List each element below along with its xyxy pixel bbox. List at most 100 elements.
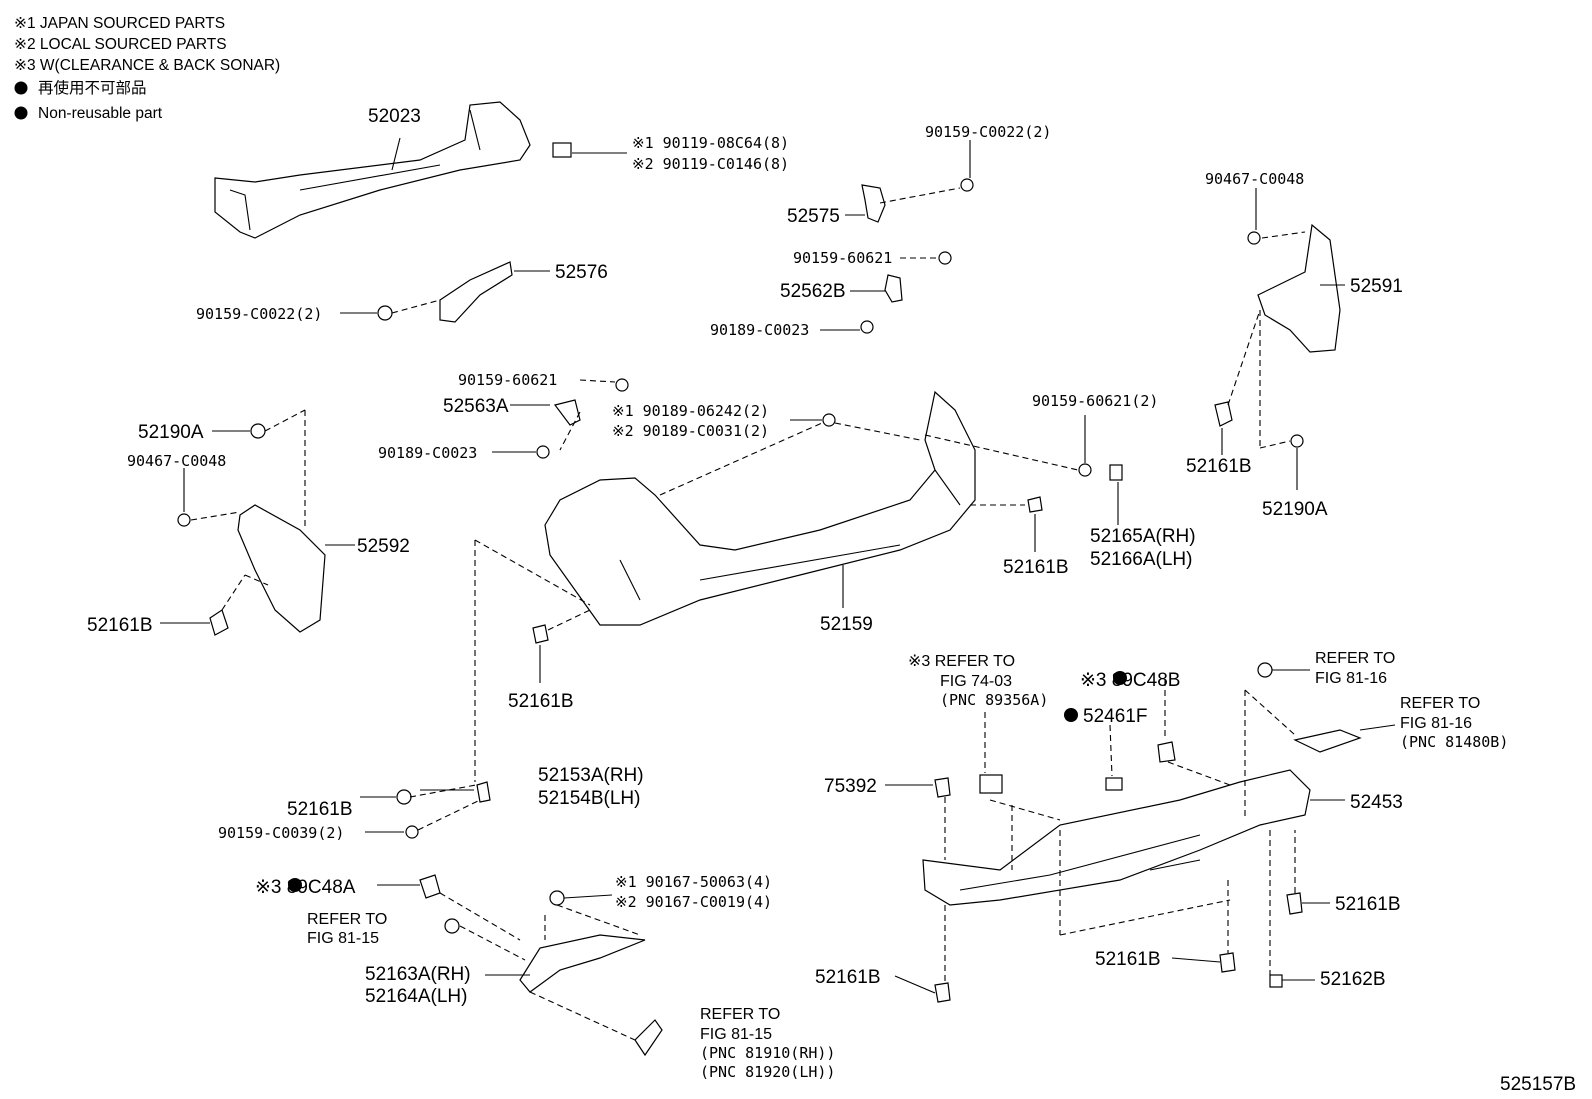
retainer-52592-shape [237, 504, 326, 633]
note-japan-sourced: ※1 JAPAN SOURCED PARTS [14, 15, 225, 32]
clip-shape [209, 609, 229, 636]
clip-shape [934, 777, 951, 798]
label-refer-81-16-b2: FIG 81-16 [1400, 715, 1472, 732]
bracket-52575-shape [861, 184, 886, 223]
label-90159-c0022-top: 90159-C0022(2) [925, 123, 1051, 141]
holder-89c48a-shape [419, 874, 441, 899]
non-reusable-dot-icon [14, 106, 28, 120]
label-90467-c0048-left: 90467-C0048 [127, 452, 226, 470]
label-52166a: 52166A(LH) [1090, 549, 1192, 570]
bolt-90119-shape [552, 142, 572, 158]
bolt-shape [549, 890, 565, 906]
label-52154b: 52154B(LH) [538, 788, 640, 809]
label-52562b: 52562B [780, 281, 846, 302]
label-refer-81-15-b4: (PNC 81920(LH)) [700, 1063, 835, 1081]
legend-notes: ※1 JAPAN SOURCED PARTS ※2 LOCAL SOURCED … [14, 15, 280, 122]
label-52591: 52591 [1350, 276, 1403, 297]
sonar-holder-shape [1157, 741, 1176, 763]
bolt-shape [405, 825, 419, 839]
clip-shape [1219, 952, 1236, 973]
label-52163a: 52163A(RH) [365, 964, 471, 985]
label-refer-81-15-a2: FIG 81-15 [307, 930, 379, 947]
clip-shape [1027, 496, 1043, 513]
label-52161b-b2: 52161B [1095, 949, 1161, 970]
label-90159-60621-2: 90159-60621(2) [1032, 392, 1158, 410]
label-52563a: 52563A [443, 396, 509, 417]
retainer-52591-shape [1257, 223, 1341, 353]
bolt-shape [177, 513, 191, 527]
label-refer-81-15-a1: REFER TO [307, 911, 387, 928]
clip-shape [396, 789, 412, 805]
label-52162b: 52162B [1320, 969, 1386, 990]
label-refer-74-03-a: ※3 REFER TO [908, 653, 1015, 670]
bracket-52576-shape [439, 261, 513, 323]
bolt-shape [938, 251, 952, 265]
bolt-shape [822, 413, 836, 427]
bolt-shape [444, 918, 460, 934]
label-90159-60621-a: 90159-60621 [793, 249, 892, 267]
label-52161b-b1: 52161B [815, 967, 881, 988]
label-52161b-r1: 52161B [1186, 456, 1252, 477]
label-refer-81-15-b3: (PNC 81910(RH)) [700, 1044, 835, 1062]
clip-shape [532, 624, 549, 644]
reflector-81910-shape [634, 1019, 663, 1057]
label-89c48b: ※3 89C48B [1080, 670, 1180, 691]
label-52164a: 52164A(LH) [365, 986, 467, 1007]
label-52190a-left: 52190A [138, 422, 204, 443]
label-90159-c0022-left: 90159-C0022(2) [196, 305, 322, 323]
nut-shape [1290, 434, 1304, 448]
note-local-sourced: ※2 LOCAL SOURCED PARTS [14, 36, 227, 53]
label-90159-c0039: 90159-C0039(2) [218, 824, 344, 842]
bumper-cover-52159-shape [544, 390, 976, 626]
label-52592: 52592 [357, 536, 410, 557]
label-90467-c0048-right: 90467-C0048 [1205, 170, 1304, 188]
figure-id: 525157B [1500, 1074, 1576, 1095]
bolt-shape [377, 305, 393, 321]
label-52453: 52453 [1350, 792, 1403, 813]
bolt-shape [615, 378, 629, 392]
bolt-shape [1078, 463, 1092, 477]
non-reusable-dot-icon [14, 81, 28, 95]
label-refer-81-16-a1: REFER TO [1315, 650, 1395, 667]
bracket-52153a-shape [476, 781, 491, 803]
label-52461f: 52461F [1083, 706, 1147, 727]
non-reusable-dot-icon [1113, 671, 1127, 685]
reflector-shape [1293, 729, 1362, 753]
label-refer-81-16-b1: REFER TO [1400, 695, 1480, 712]
label-90189-c0031: ※2 90189-C0031(2) [612, 422, 769, 440]
bolt-shape [960, 178, 974, 192]
label-90189-06242: ※1 90189-06242(2) [612, 402, 769, 420]
label-52190a-right: 52190A [1262, 499, 1328, 520]
label-52161b-l1: 52161B [87, 615, 153, 636]
label-90189-c0023-a: 90189-C0023 [710, 321, 809, 339]
bolt-shape [1247, 231, 1261, 245]
clip-shape [934, 982, 951, 1003]
label-refer-81-16-a2: FIG 81-16 [1315, 670, 1387, 687]
clip-shape [1214, 401, 1233, 427]
non-reusable-dot-icon [288, 878, 302, 892]
label-refer-81-15-b1: REFER TO [700, 1006, 780, 1023]
note-non-reusable-en: Non-reusable part [38, 105, 163, 122]
sonar-bracket-shape [979, 774, 1003, 794]
clip-shape [1286, 892, 1303, 915]
part-labels: 52023 ※1 90119-08C64(8) ※2 90119-C0146(8… [87, 106, 1576, 1095]
label-89c48a: ※3 89C48A [255, 877, 356, 898]
label-90119-08c64: ※1 90119-08C64(8) [632, 134, 789, 152]
label-52023: 52023 [368, 106, 421, 127]
label-52153a: 52153A(RH) [538, 765, 644, 786]
bracket-52563a-shape [553, 399, 581, 426]
note-clearance-sonar: ※3 W(CLEARANCE & BACK SONAR) [14, 57, 280, 74]
label-90189-c0023-b: 90189-C0023 [378, 444, 477, 462]
label-90167-50063: ※1 90167-50063(4) [615, 873, 772, 891]
label-90159-60621-b: 90159-60621 [458, 371, 557, 389]
cap-52162b-shape [1269, 974, 1283, 988]
label-52161b-r2: 52161B [1335, 894, 1401, 915]
label-90167-c0019: ※2 90167-C0019(4) [615, 893, 772, 911]
cover-52165a-shape [1109, 464, 1123, 481]
nut-shape [250, 423, 266, 439]
bolt-shape [1257, 662, 1273, 678]
note-non-reusable-jp: 再使用不可部品 [38, 79, 147, 97]
label-refer-81-15-b2: FIG 81-15 [700, 1026, 772, 1043]
drawing-parts [177, 101, 1362, 1057]
clip-shape [536, 445, 550, 459]
